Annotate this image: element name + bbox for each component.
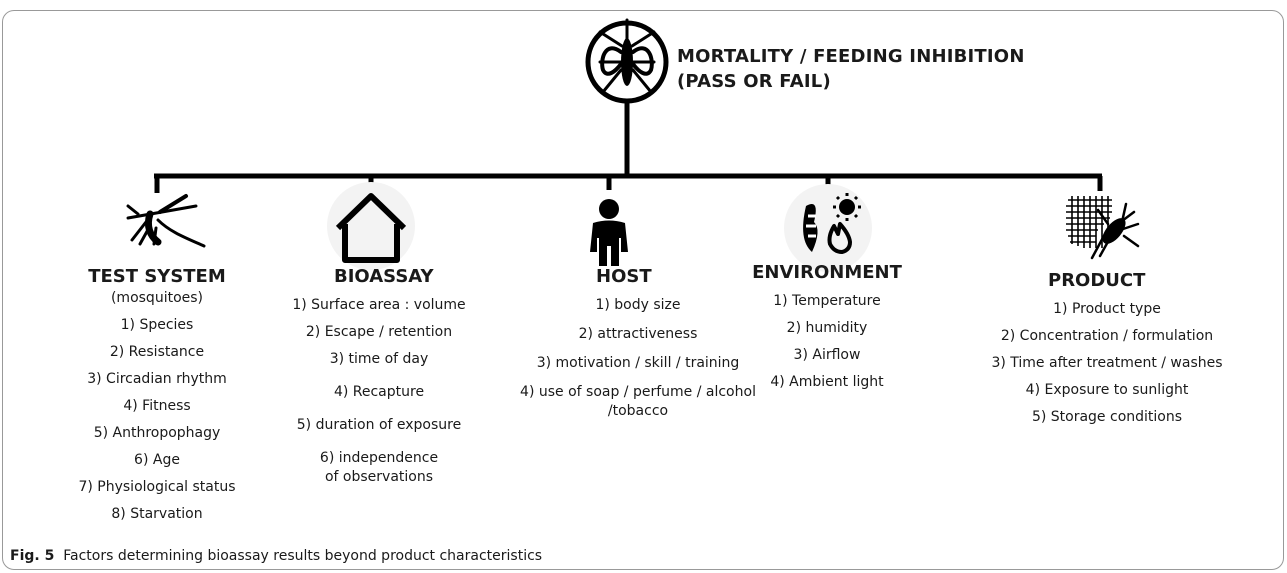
column-subheading: (mosquitoes) xyxy=(110,290,204,306)
factor-item: 3) motivation / skill / training xyxy=(536,355,740,371)
factor-item: 3) time of day xyxy=(329,351,429,367)
figure-frame xyxy=(2,10,1284,570)
mosquito-prohibition-icon xyxy=(585,18,669,104)
mosquito-icon xyxy=(126,194,206,248)
factor-item: 2) attractiveness xyxy=(578,326,698,342)
person-icon xyxy=(590,199,628,266)
factor-item: 4) Fitness xyxy=(123,398,191,414)
factor-item: 4) use of soap / perfume / alcohol /toba… xyxy=(520,384,756,419)
factor-item: 1) body size xyxy=(595,297,681,313)
factor-list: 1) Product type 2) Concentration / formu… xyxy=(972,300,1242,427)
factor-item: 8) Starvation xyxy=(111,506,203,522)
factor-list: 1) Species 2) Resistance 3) Circadian rh… xyxy=(57,316,257,524)
figure-caption-text: Factors determining bioassay results bey… xyxy=(63,548,543,564)
column-heading: PRODUCT xyxy=(1048,270,1146,291)
factor-item: 2) humidity xyxy=(786,320,868,336)
factor-item: 4) Ambient light xyxy=(770,374,884,390)
net-insect-icon xyxy=(1066,196,1140,260)
column-host: HOST 1) body size 2) attractiveness 3) m… xyxy=(500,266,776,421)
figure-label: Fig. 5 xyxy=(10,548,55,564)
factor-item: 4) Recapture xyxy=(333,384,425,400)
factor-item: 4) Exposure to sunlight xyxy=(1025,382,1189,398)
column-heading: BIOASSAY xyxy=(334,266,434,287)
factor-item: 7) Physiological status xyxy=(78,479,236,495)
factor-list: 1) Temperature 2) humidity 3) Airflow 4)… xyxy=(752,292,902,392)
factor-item: 1) Species xyxy=(120,317,194,333)
connector-lines xyxy=(154,103,1103,193)
column-heading: ENVIRONMENT xyxy=(752,262,902,283)
factor-item: 2) Escape / retention xyxy=(305,324,453,340)
column-heading: HOST xyxy=(596,266,652,287)
factor-item: 2) Concentration / formulation xyxy=(1000,328,1214,344)
factor-item: 5) Anthropophagy xyxy=(93,425,221,441)
environment-icon xyxy=(784,184,872,272)
column-product: PRODUCT 1) Product type 2) Concentration… xyxy=(972,270,1242,427)
factor-item: 3) Circadian rhythm xyxy=(87,371,227,387)
factor-item: 2) Resistance xyxy=(109,344,205,360)
column-environment: ENVIRONMENT 1) Temperature 2) humidity 3… xyxy=(752,262,902,392)
house-icon xyxy=(327,182,415,270)
figure-caption: Fig. 5 Factors determining bioassay resu… xyxy=(10,547,542,565)
outcome-title: MORTALITY / FEEDING INHIBITION (PASS OR F… xyxy=(677,44,1025,94)
factor-list: 1) body size 2) attractiveness 3) motiva… xyxy=(500,296,776,421)
column-test-system: TEST SYSTEM (mosquitoes) 1) Species 2) R… xyxy=(57,266,257,524)
factor-list: 1) Surface area : volume 2) Escape / ret… xyxy=(276,296,482,487)
factor-item: 1) Product type xyxy=(1053,301,1161,317)
outcome-title-line1: MORTALITY / FEEDING INHIBITION xyxy=(677,46,1025,67)
factor-item: 5) Storage conditions xyxy=(1031,409,1183,425)
column-bioassay: BIOASSAY 1) Surface area : volume 2) Esc… xyxy=(276,266,482,487)
factor-item: 6) Age xyxy=(134,452,180,468)
factor-item: 5) duration of exposure xyxy=(296,417,462,433)
factor-item: 3) Airflow xyxy=(793,347,861,363)
factor-item: 1) Temperature xyxy=(773,293,881,309)
outcome-title-line2: (PASS OR FAIL) xyxy=(677,71,831,92)
factor-item: 6) independence of observations xyxy=(319,450,439,485)
column-heading: TEST SYSTEM xyxy=(88,266,226,287)
factor-item: 3) Time after treatment / washes xyxy=(991,355,1223,371)
factor-item: 1) Surface area : volume xyxy=(292,297,466,313)
